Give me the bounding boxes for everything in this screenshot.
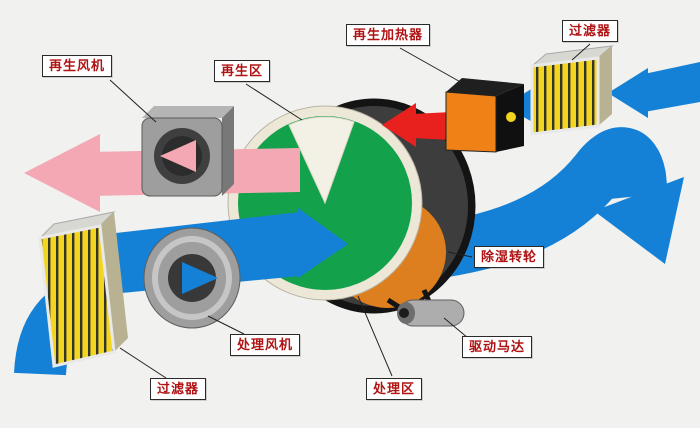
heater-top-face	[446, 78, 524, 96]
regen-fan-flow-arrow	[160, 140, 196, 172]
leader-lines	[109, 43, 591, 379]
regen-air-inlet-arrowhead	[608, 68, 648, 118]
heater-indicator-light	[506, 112, 516, 122]
filter-top-side-face	[598, 46, 612, 126]
process-fan	[143, 227, 241, 329]
hot-air-arrowhead	[382, 103, 416, 147]
leader-line-regen-fan	[109, 79, 157, 123]
regeneration-sector	[288, 116, 355, 205]
leader-line-filter-top	[571, 43, 591, 61]
label-regen-heater: 再生加热器	[346, 24, 431, 46]
process-air-main-arrowhead	[298, 208, 348, 278]
heater-front-face	[445, 91, 497, 153]
drive-motor	[386, 288, 465, 327]
regen-air-inlet-duct	[644, 62, 700, 112]
filter-bottom-side-face	[100, 212, 128, 352]
label-filter-bottom: 过滤器	[150, 378, 207, 400]
label-regen-fan: 再生风机	[42, 55, 113, 77]
regen-exhaust-arrowhead	[24, 134, 100, 212]
air-filter-bottom	[38, 211, 128, 368]
hot-air-arrow	[382, 103, 452, 147]
label-regen-zone: 再生区	[214, 60, 271, 82]
leader-line-drive-motor	[443, 317, 469, 339]
filter-bottom-media	[38, 224, 116, 368]
air-filter-top	[530, 45, 614, 136]
process-air-outlet-duct	[421, 127, 668, 280]
leader-line-process-fan	[207, 315, 245, 335]
leader-line-filter-bottom	[119, 347, 167, 379]
regen-fan-top-face	[142, 106, 234, 118]
process-fan-flow-arrow	[182, 262, 218, 294]
regen-air-inlet-arrow	[608, 62, 700, 118]
regen-fan-side-face	[222, 106, 234, 196]
leader-line-wheel	[447, 251, 473, 258]
process-air-outlet-arrowhead	[594, 177, 684, 264]
regeneration-fan	[141, 106, 234, 197]
leader-line-regen-heater	[399, 47, 465, 85]
label-process-fan: 处理风机	[230, 334, 301, 356]
process-air-outlet-arrow	[421, 127, 684, 280]
label-filter-top: 过滤器	[562, 20, 619, 42]
label-process-zone: 处理区	[366, 378, 423, 400]
motor-pulley	[399, 308, 409, 318]
regeneration-heater	[445, 78, 524, 153]
process-fan-ring	[152, 236, 232, 320]
leader-line-process-zone	[357, 295, 393, 377]
filter-top-media	[530, 56, 600, 136]
label-drive-motor: 驱动马达	[462, 336, 533, 358]
hot-air-duct	[412, 112, 452, 140]
leader-line-regen-zone	[245, 83, 303, 121]
label-wheel: 除湿转轮	[474, 246, 545, 268]
